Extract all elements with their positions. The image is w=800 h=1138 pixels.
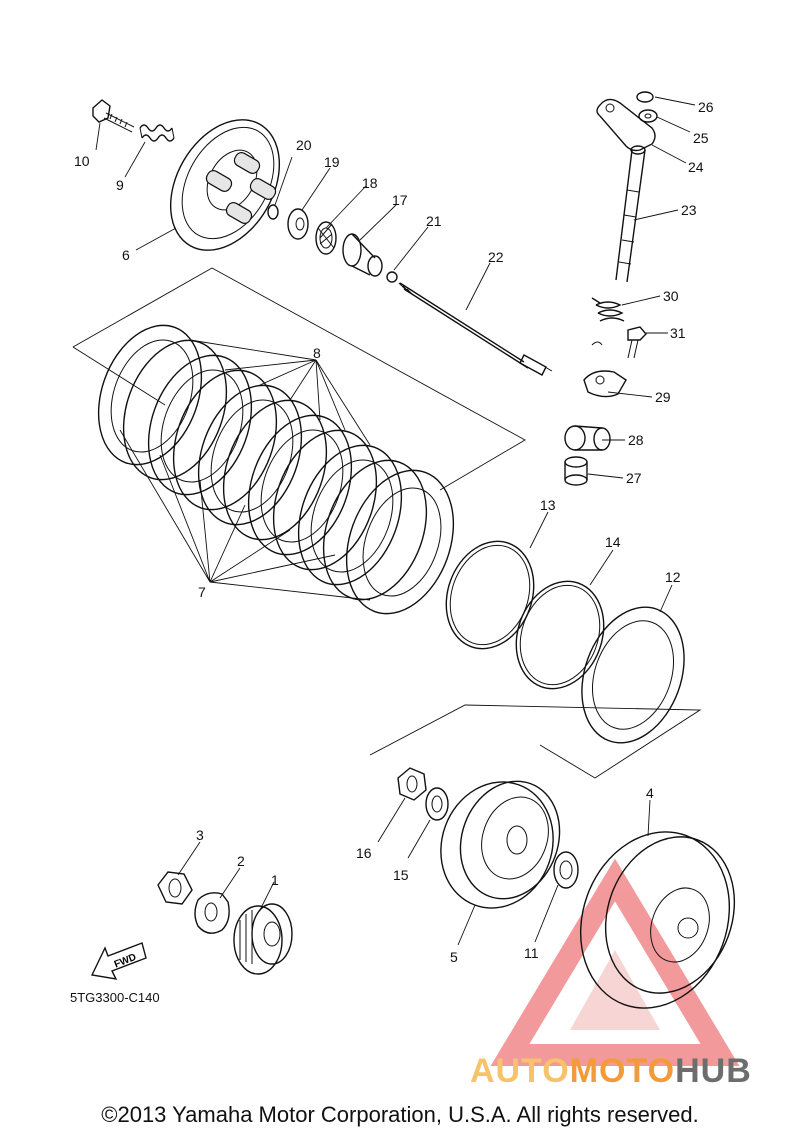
part-18-bearing [315,221,337,255]
copyright-notice: ©2013 Yamaha Motor Corporation, U.S.A. A… [101,1102,699,1127]
drawing-code: 5TG3300-C140 [70,990,160,1005]
callout-3: 3 [196,827,204,843]
callout-31: 31 [670,325,686,341]
watermark-text: AUTOMOTOHUB [470,1052,752,1091]
watermark-part-1: AUTO [470,1052,570,1090]
callout-21: 21 [426,213,442,229]
part-20-circlip [267,204,279,220]
callout-leaders [95,96,696,946]
callout-10: 10 [74,153,90,169]
callout-6: 6 [122,247,130,263]
part-3-nut [157,871,193,905]
callout-22: 22 [488,249,504,265]
part-19-washer [287,208,309,240]
part-27-bushing [564,456,588,486]
callout-14: 14 [605,534,621,550]
callout-25: 25 [693,130,709,146]
callout-19: 19 [324,154,340,170]
part-21-ball [386,271,398,283]
callout-28: 28 [628,432,644,448]
callout-24: 24 [688,159,704,175]
part-4-clutch-housing [579,831,736,1009]
part-13-ring [445,540,535,650]
part-15-lock-washer [425,787,449,821]
callout-9: 9 [116,177,124,193]
part-31-bolt [627,326,647,359]
callout-4: 4 [646,785,654,801]
part-22-push-rod [398,282,553,376]
callout-2: 2 [237,853,245,869]
fwd-arrow: FWD [90,942,147,980]
callout-15: 15 [393,867,409,883]
part-24-lever [596,98,656,152]
callout-23: 23 [681,202,697,218]
part-11-washer [553,851,579,889]
part-23-shaft [615,145,646,283]
part-1-primary-gear [233,903,293,975]
clutch-plate-stack [97,324,455,615]
part-14-ring [515,580,605,690]
group-bracket-middle [369,704,702,779]
group-bracket-upper [72,267,526,491]
callout-1: 1 [271,872,279,888]
callout-11: 11 [524,945,539,961]
callout-18: 18 [362,175,378,191]
callout-20: 20 [296,137,312,153]
callout-27: 27 [626,470,642,486]
callout-26: 26 [698,99,714,115]
callout-17: 17 [392,192,408,208]
callout-5: 5 [450,949,458,965]
callout-labels: 1 2 3 4 5 6 7 8 9 10 11 12 13 14 15 16 1… [74,99,714,965]
part-17-push-piece [342,233,383,277]
leader-fan-8 [189,339,371,446]
watermark-part-3: HUB [675,1052,752,1090]
callout-8: 8 [313,345,321,361]
part-25-washer [638,109,658,123]
part-13-ring-inner [449,544,531,646]
callout-16: 16 [356,845,372,861]
part-9-spring [139,124,175,142]
part-26-circlip [636,91,654,103]
callout-12: 12 [665,569,681,585]
part-12-friction-plate [581,606,685,744]
callout-13: 13 [540,497,556,513]
part-2-lock-washer [194,892,230,934]
fwd-label: FWD [113,952,138,971]
part-6-pressure-plate [169,119,281,251]
part-29-plate [583,370,627,398]
part-10-bolt [92,99,135,133]
part-30-spring [591,297,625,346]
part-16-nut [397,767,427,801]
part-5-clutch-boss [440,780,561,909]
callout-7: 7 [198,584,206,600]
leader-fan-7 [119,429,371,601]
watermark-logo [490,858,740,1066]
part-28-bearing [564,425,611,451]
callout-30: 30 [663,288,679,304]
part-14-ring-inner [519,584,601,686]
watermark-part-2: MOTO [569,1052,676,1090]
callout-29: 29 [655,389,671,405]
